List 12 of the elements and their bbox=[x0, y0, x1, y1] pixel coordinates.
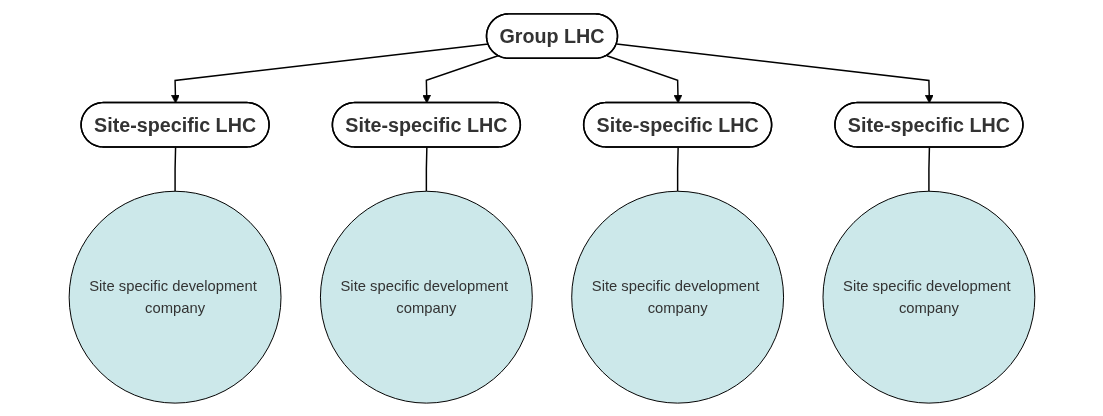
node-circle: Site specific development company bbox=[822, 190, 1035, 404]
connector bbox=[676, 146, 679, 192]
connector bbox=[425, 146, 428, 192]
arrow bbox=[615, 42, 934, 103]
node-circle: Site specific development company bbox=[319, 190, 533, 404]
node-circle: Site specific development company bbox=[68, 190, 281, 404]
arrow bbox=[170, 42, 489, 103]
connector bbox=[927, 146, 930, 192]
node-circle: Site specific development company bbox=[570, 190, 784, 404]
arrow bbox=[605, 54, 682, 103]
connector bbox=[173, 146, 176, 192]
arrow bbox=[421, 54, 499, 103]
